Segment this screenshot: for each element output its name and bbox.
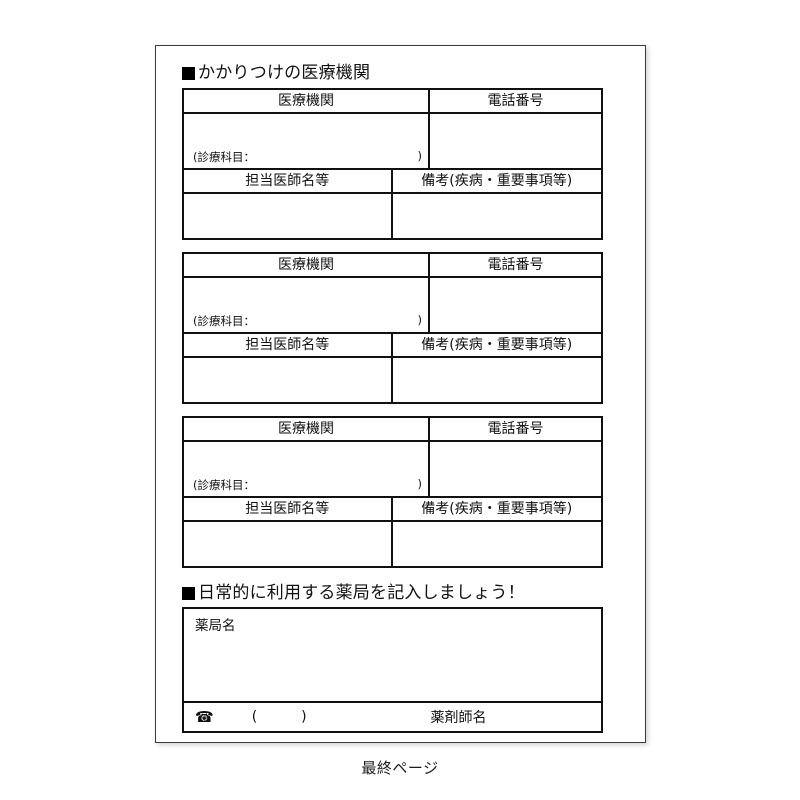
filled-square-icon [182,586,195,600]
table-input-row-upper: (診療科目： ) [184,113,601,170]
pharmacy-section-heading-text: 日常的に利用する薬局を記入しましょう！ [198,582,525,603]
phone-number-field[interactable] [430,278,601,332]
table-input-row-upper: (診療科目： ) [184,441,601,498]
table-header-row-lower: 担当医師名等 備考(疾病・重要事項等) [184,497,601,522]
header-phone: 電話番号 [487,420,544,437]
table-header-row: 医療機関 電話番号 [184,417,601,442]
telephone-icon: ☎ [195,707,214,726]
telephone-paren-close: ) [301,709,307,726]
pharmacy-telephone-field[interactable]: ☎ ( ) [184,709,393,725]
header-doctor: 担当医師名等 [184,497,393,520]
header-institution: 医療機関 [184,89,431,112]
header-phone: 電話番号 [487,256,544,273]
department-line: (診療科目： ) [193,149,422,165]
table-input-row-lower [184,357,602,402]
department-suffix: ) [417,148,423,163]
department-prefix: (診療科目： [193,149,255,164]
table-header-row: 医療機関 電話番号 [184,253,601,278]
department-prefix: (診療科目： [193,313,255,328]
institution-name-field[interactable]: (診療科目： ) [184,441,431,496]
doctor-name-field[interactable] [184,193,393,238]
department-suffix: ) [417,476,423,491]
medical-institution-table-3: 医療機関 電話番号 (診療科目： ) 担当医師名等 備考(疾病・重要事項等) [182,415,603,568]
pharmacy-name-field[interactable]: 薬局名 [184,609,601,704]
remarks-field[interactable] [393,358,602,402]
doctor-name-field[interactable] [184,357,393,402]
table-header-row: 医療機関 電話番号 [184,89,601,114]
pharmacy-name-label: 薬局名 [195,618,236,635]
pharmacist-name-field[interactable]: 薬剤師名 [393,707,602,727]
header-doctor: 担当医師名等 [184,333,393,356]
phone-number-field[interactable] [430,442,601,496]
pharmacy-section-heading: 日常的に利用する薬局を記入しましょう！ [182,582,621,604]
filled-square-icon [182,67,195,81]
pharmacy-table: 薬局名 ☎ ( ) 薬剤師名 [182,607,603,734]
department-line: (診療科目： ) [193,477,422,493]
header-doctor: 担当医師名等 [184,169,393,192]
header-remarks: 備考(疾病・重要事項等) [421,172,573,189]
department-suffix: ) [417,312,423,327]
table-header-row-lower: 担当医師名等 備考(疾病・重要事項等) [184,169,601,194]
table-input-row-lower [184,193,602,238]
header-remarks: 備考(疾病・重要事項等) [421,336,573,353]
page-caption: 最終ページ [361,759,439,777]
medical-institution-table-2: 医療機関 電話番号 (診療科目： ) 担当医師名等 備考(疾病・重要事項等) [182,251,603,404]
header-institution: 医療機関 [184,417,431,440]
doctor-name-field[interactable] [184,521,393,566]
institution-name-field[interactable]: (診療科目： ) [184,113,431,168]
table-input-row-lower [184,521,602,566]
table-header-row-lower: 担当医師名等 備考(疾病・重要事項等) [184,333,601,358]
medical-section-heading-text: かかりつけの医療機関 [198,63,371,83]
department-prefix: (診療科目： [193,477,255,492]
pharmacist-name-label: 薬剤師名 [430,710,487,727]
document-page-wrapper: かかりつけの医療機関 医療機関 電話番号 (診療科目： ) 担当医師名等 備考(… [155,45,646,743]
medical-institution-table-1: 医療機関 電話番号 (診療科目： ) 担当医師名等 備考(疾病・重要事項等) [182,87,603,240]
telephone-paren-open: ( [251,709,258,726]
phone-number-field[interactable] [430,114,601,168]
pharmacy-footer-row: ☎ ( ) 薬剤師名 [184,703,601,731]
medical-section-heading: かかりつけの医療機関 [182,63,621,84]
remarks-field[interactable] [393,522,602,566]
remarks-field[interactable] [393,194,602,238]
institution-name-field[interactable]: (診療科目： ) [184,277,431,332]
header-institution: 医療機関 [184,253,431,276]
form-page: かかりつけの医療機関 医療機関 電話番号 (診療科目： ) 担当医師名等 備考(… [155,45,646,743]
header-remarks: 備考(疾病・重要事項等) [421,500,573,517]
header-phone: 電話番号 [487,92,544,109]
table-input-row-upper: (診療科目： ) [184,277,601,334]
department-line: (診療科目： ) [193,313,422,329]
